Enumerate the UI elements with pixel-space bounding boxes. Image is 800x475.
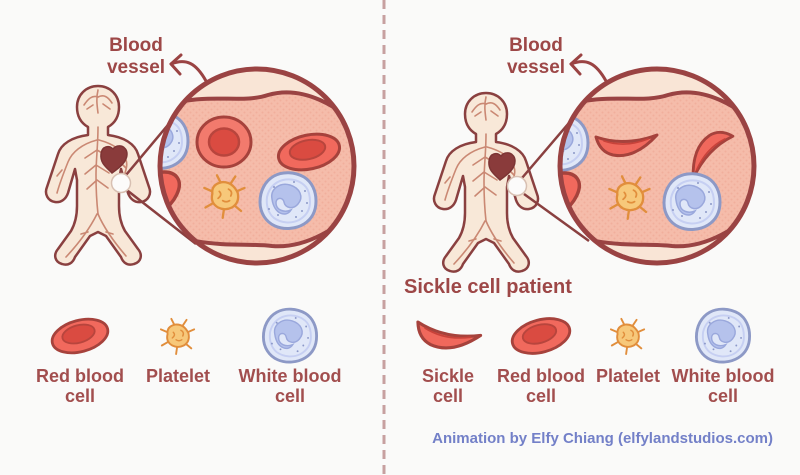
legend-item-platelet-right: Platelet — [589, 310, 667, 386]
legend-label: Red blood cell — [497, 366, 585, 407]
blood-vessel-label-left: Blood vessel — [106, 35, 166, 79]
white-blood-cell — [258, 171, 318, 230]
legend-item-platelet-left: Platelet — [138, 310, 218, 386]
credit-line: Animation by Elfy Chiang (elfylandstudio… — [432, 430, 773, 447]
red-blood-cell — [195, 115, 253, 169]
magnifier-origin-right — [506, 175, 528, 197]
legend-label: Platelet — [595, 366, 661, 386]
sickle-cell-icon — [406, 310, 490, 362]
platelet-icon — [589, 310, 667, 362]
white-blood-cell-icon — [236, 307, 344, 364]
red-blood-cell-icon — [32, 310, 128, 362]
red-blood-cell-icon — [493, 310, 589, 362]
legend-item-sickle-cell: Sickle cell — [406, 310, 490, 406]
legend-label: Red blood cell — [36, 366, 124, 407]
white-blood-cell — [662, 172, 722, 231]
legend-item-red-blood-cell-left: Red blood cell — [32, 310, 128, 406]
sickle-cell-patient-heading: Sickle cell patient — [404, 276, 572, 298]
legend-item-white-blood-cell-left: White blood cell — [236, 307, 344, 407]
white-blood-cell-icon — [669, 307, 777, 364]
legend-label: White blood cell — [238, 366, 342, 407]
legend-label: White blood cell — [671, 366, 775, 407]
blood-vessel-label-right: Blood vessel — [506, 35, 566, 79]
platelet-icon — [138, 310, 218, 362]
legend-label: Platelet — [145, 366, 211, 386]
legend-label: Sickle cell — [421, 366, 475, 407]
legend-item-white-blood-cell-right: White blood cell — [669, 307, 777, 407]
human-figure-left — [44, 84, 152, 266]
legend-item-red-blood-cell-right: Red blood cell — [493, 310, 589, 406]
magnifier-origin-left — [110, 172, 132, 194]
